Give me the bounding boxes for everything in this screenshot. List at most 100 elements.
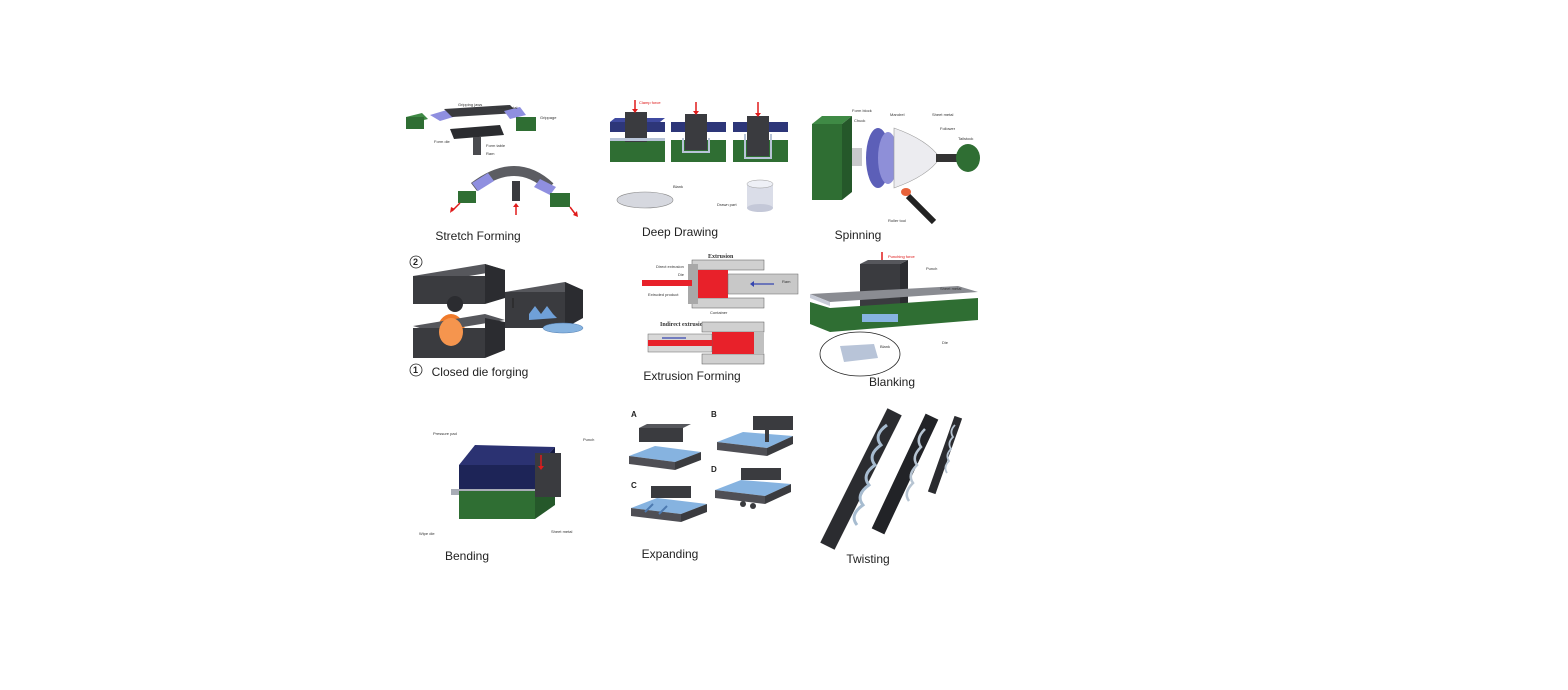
svg-text:Sheet metal: Sheet metal [496,105,517,110]
caption-deep-drawing: Deep Drawing [641,225,719,239]
svg-text:Form block: Form block [852,108,872,113]
marker-2 [409,255,423,269]
caption-spinning: Spinning [834,228,882,242]
svg-text:Die: Die [942,340,949,345]
punch [860,264,900,310]
caption-closed-die-forging: Closed die forging [431,365,529,379]
twisted-bar-2 [871,413,939,535]
deep-drawing-diagram: Clamp force Blank Drawn part [610,100,788,212]
svg-text:B: B [711,410,717,419]
extruded-product [642,280,692,286]
svg-text:Blank: Blank [880,344,890,349]
blanking-diagram: Punching force Punch Sheet metal Die Bla… [810,252,978,377]
svg-text:Sheet metal: Sheet metal [551,529,572,534]
forged-part [529,306,557,320]
svg-text:Ram: Ram [486,151,495,156]
panel-spinning: Form block Sheet metal Mandrel Chuck Tai… [808,100,988,245]
grip-block-right-2 [550,193,570,207]
punch [535,453,561,497]
caption-extrusion-forming: Extrusion Forming [643,369,741,383]
panel-bending: Pressure pad Punch Wipe die Sheet metal … [415,425,605,565]
form-die [450,125,504,139]
twisted-bar-3 [927,415,963,495]
svg-text:C: C [631,481,637,490]
svg-text:Clamp force: Clamp force [639,100,661,105]
extrusion-forming-diagram: Extrusion Direct extrusion Die Extruded … [642,254,799,365]
svg-text:Gripping jaws: Gripping jaws [458,102,482,107]
pressure-pad [459,465,535,489]
svg-text:Punch: Punch [583,437,594,442]
grip-block-right [516,117,536,131]
caption-expanding: Expanding [641,547,699,561]
expanding-step-b [717,416,793,456]
expanding-step-a [629,424,701,470]
panel-stretch-forming: Gripping jaws Sheet metal Grippage Form … [400,95,600,245]
sheet-metal [810,286,978,302]
svg-text:Ram: Ram [782,279,791,284]
svg-text:Die: Die [678,272,685,277]
svg-text:Sheet metal: Sheet metal [940,286,961,291]
panel-extrusion-forming: Extrusion Direct extrusion Die Extruded … [642,250,812,385]
blank-disc [616,191,674,209]
marker-label-2: 2 [413,257,418,267]
svg-text:Punching force: Punching force [888,254,915,259]
drawing-stage-2 [671,114,726,162]
svg-text:Extruded product: Extruded product [648,292,679,297]
headstock-top [812,116,852,124]
headstock [812,124,842,200]
panel-deep-drawing: Clamp force Blank Drawn part Deep Drawin… [605,100,805,245]
caption-twisting: Twisting [846,552,890,566]
blank [840,344,878,362]
direct-extrusion-container [642,259,799,309]
svg-text:Form die: Form die [434,139,451,144]
closed-die-forging-diagram: 21 [409,255,584,377]
pressure-pad-top [459,445,555,469]
marker-label-1: 1 [413,365,418,375]
svg-text:Form table: Form table [486,143,506,148]
ram [473,137,481,155]
svg-text:Blank: Blank [673,184,683,189]
svg-text:Tailstock: Tailstock [958,136,973,141]
svg-text:Direct extrusion: Direct extrusion [656,264,684,269]
twisted-bar-1 [820,408,902,550]
grip-block-left-2 [458,191,476,203]
svg-text:Sheet metal: Sheet metal [932,112,953,117]
svg-text:Drawn part: Drawn part [717,202,737,207]
svg-text:Indirect extrusion: Indirect extrusion [660,322,707,328]
drawing-stage-3 [733,116,788,162]
caption-bending: Bending [444,549,490,563]
expanding-diagram: A B C D [629,410,793,522]
svg-text:A: A [631,410,637,419]
wipe-die [459,491,535,519]
caption-stretch-forming: Stretch Forming [435,229,521,243]
svg-text:Punch: Punch [926,266,937,271]
expanding-step-d [715,468,791,509]
svg-text:Extrusion: Extrusion [708,254,734,260]
svg-text:Follower: Follower [940,126,956,131]
svg-text:Mandrel: Mandrel [890,112,905,117]
spun-sheet [893,127,941,189]
sheet-metal-top [444,105,518,117]
drawn-cup [746,179,774,212]
panel-expanding: A B C D [625,408,805,561]
bending-diagram: Pressure pad Punch Wipe die Sheet metal [419,431,594,536]
billet [698,270,728,298]
panel-twisting: Twisting [815,408,975,570]
marker-1 [409,363,423,377]
svg-text:Container: Container [710,310,728,315]
svg-text:D: D [711,465,717,474]
stretch-forming-diagram: Gripping jaws Sheet metal Grippage Form … [406,102,578,217]
svg-text:Pressure pad: Pressure pad [433,431,457,436]
twisting-diagram [820,408,963,550]
indirect-extrusion-container [647,321,765,365]
gripping-jaw-right [504,107,526,119]
drawing-stage-1 [610,112,665,162]
caption-blanking: Blanking [868,375,916,389]
svg-text:Chuck: Chuck [854,118,865,123]
svg-text:Wipe die: Wipe die [419,531,435,536]
tailstock [956,144,980,172]
expanding-step-c [631,486,707,522]
panel-blanking: Punching force Punch Sheet metal Die Bla… [808,250,988,390]
svg-text:Grippage: Grippage [540,115,557,120]
